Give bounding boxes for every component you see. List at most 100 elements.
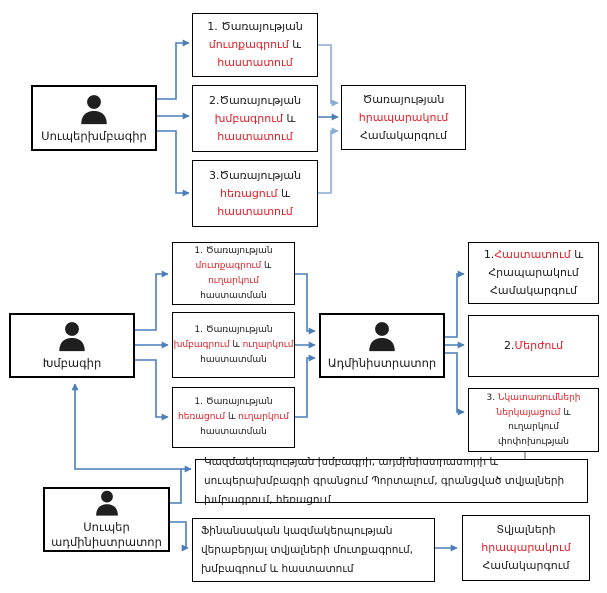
text-segment: և — [570, 248, 584, 261]
arrow-task1-to-publish — [318, 44, 339, 107]
text-segment: հաստատում — [217, 56, 293, 69]
text-segment: 1. Ծառայության — [194, 397, 273, 407]
text-line: մուտքագրում և — [209, 36, 302, 54]
text-segment: ուղարկում — [208, 275, 259, 286]
task-user-registration: Կազմակերպության խմբագրի, ադմինիստրատորի … — [195, 456, 588, 506]
arrow-superadmin-to-financial — [170, 521, 189, 552]
text-segment: և — [282, 111, 296, 125]
text-line: հաստատում — [217, 128, 293, 146]
arrow-admin-to-r3 — [445, 352, 465, 416]
text-segment: մուտքագրում — [208, 38, 289, 51]
text-line: փոփոխության — [498, 435, 569, 450]
text-line: 1.Հաստատում և — [484, 246, 583, 264]
task-financial-data: Ֆինանսական կազմակերպության վերաբերյալ տվ… — [192, 518, 435, 582]
text-segment: 2. — [503, 339, 515, 352]
text-segment: Մերժում — [514, 339, 564, 352]
task-remove-send-approval: 1. Ծառայության հեռացում և ուղարկում հաստ… — [172, 387, 295, 448]
actor-label: Ադմինիստրատոր — [327, 356, 437, 370]
text-line: 1. Ծառայության — [194, 323, 272, 338]
task-service-remove-approve: 3.Ծառայության հեռացում և հաստատում — [192, 160, 318, 227]
text-segment: և — [277, 186, 290, 200]
text-line: Սուպեր — [83, 520, 130, 534]
text-segment: 3. — [486, 393, 498, 403]
text-line: խմբագրում և ուղարկում — [174, 338, 294, 353]
person-icon — [81, 94, 107, 124]
actor-label: Խմբագիր — [42, 356, 102, 370]
result-service-publish: Ծառայության հրապարակում Համակարգում — [341, 85, 466, 150]
text-segment: 3.Ծառայության — [208, 168, 302, 182]
text-segment: ներկայացում — [496, 407, 561, 418]
text-line: հաստատման — [200, 425, 267, 440]
text-line: 3. Նկատառումների — [487, 391, 581, 406]
text-segment: 1. Ծառայության — [194, 245, 273, 256]
arrow-task3-to-publish — [318, 127, 339, 194]
text-line: հաստատման — [200, 289, 267, 304]
text-segment: հեռացում — [220, 186, 278, 200]
text-line: ուղարկում — [208, 274, 259, 289]
text-line: ադմինիստրատոր — [51, 535, 162, 549]
text-segment: հաստատում — [217, 204, 293, 218]
task-approve-publish: 1.Հաստատում և Հրապարակում Համակարգում — [468, 242, 599, 304]
arrow-admin-to-r1 — [445, 270, 465, 338]
actor-super-administrator: Սուպեր ադմինիստրատոր — [43, 487, 170, 552]
person-icon — [369, 322, 395, 352]
text-line: Տվյալների — [496, 521, 555, 539]
actor-super-editor: Սուպերխմբագիր — [31, 85, 157, 151]
text-line: Համակարգում — [483, 557, 570, 575]
text-segment: ուղարկում — [238, 412, 289, 422]
text-segment: և — [288, 38, 302, 51]
text-segment: Համակարգում — [482, 559, 570, 572]
text-line: 3.Ծառայության — [209, 167, 301, 185]
text-segment: 2.Ծառայության — [208, 93, 302, 107]
text-segment: փոփոխության — [498, 436, 569, 447]
text-segment: Ծառայության — [362, 92, 445, 106]
text-line: հաստատման — [200, 353, 267, 368]
text-segment: հեռացում — [178, 412, 226, 422]
actor-label: Սուպեր ադմինիստրատոր — [51, 520, 162, 550]
arrow-editor-to-m3 — [135, 359, 169, 421]
arrow-m3-to-admin — [295, 354, 316, 418]
text-line: 1. Ծառայության — [194, 395, 272, 410]
text-segment: և — [261, 260, 272, 271]
text-line: հրապարակում — [481, 539, 570, 557]
text-line: հաստատում — [217, 54, 293, 72]
text-segment: հաստատման — [200, 427, 267, 437]
text-segment: Տվյալների — [496, 523, 556, 536]
text-segment: և — [560, 407, 571, 418]
task-service-edit-approve: 2.Ծառայության խմբագրում և հաստատում — [192, 85, 318, 152]
text-segment: Հրապարակում — [488, 266, 579, 279]
line-superadmin-junction — [170, 469, 182, 504]
text-segment: Համակարգում — [490, 284, 577, 297]
actor-editor: Խմբագիր — [9, 313, 135, 378]
result-data-publish: Տվյալների հրապարակում Համակարգում — [462, 515, 590, 581]
text-line: խմբագրում և — [215, 110, 296, 128]
text-segment: 1. Ծառայության — [194, 324, 273, 335]
arrow-m1-to-admin — [295, 273, 316, 335]
person-icon — [59, 322, 85, 352]
arrow-supereditor-to-task1 — [157, 39, 190, 100]
text-line: ուղարկում — [508, 420, 559, 435]
task-remarks-send-change: 3. Նկատառումների ներկայացում և ուղարկում… — [468, 388, 599, 452]
arrow-editor-to-m1 — [135, 270, 169, 331]
arrow-supereditor-to-task3 — [157, 130, 190, 197]
task-service-entry-approve: 1. Ծառայության մուտքագրում և հաստատում — [192, 13, 318, 77]
text-segment: հրապարակում — [481, 541, 571, 554]
text-line: հեռացում և ուղարկում — [178, 410, 289, 425]
text-segment: խմբագրում — [173, 339, 230, 350]
task-entry-send-approval: 1. Ծառայության մուտքագրում և ուղարկում հ… — [172, 242, 295, 305]
text-line: 2.Ծառայության — [209, 92, 301, 110]
arrow-superadmin-to-editor — [71, 383, 181, 470]
text-line: հրապարակում — [359, 109, 448, 127]
text-segment: խմբագրում — [214, 111, 283, 125]
text-segment: 1. — [483, 248, 495, 261]
text-segment: Նկատառումների — [497, 393, 581, 403]
text-line: 1. Ծառայության — [194, 244, 272, 259]
text-segment: և — [229, 339, 243, 350]
text-segment: Համակարգում — [360, 128, 447, 142]
text-segment: ուղարկում — [242, 339, 294, 350]
text-segment: հաստատման — [200, 354, 267, 365]
text-segment: հաստատում — [217, 129, 293, 143]
task-reject: 2.Մերժում — [468, 315, 599, 377]
text-line: Հրապարակում — [488, 264, 578, 282]
